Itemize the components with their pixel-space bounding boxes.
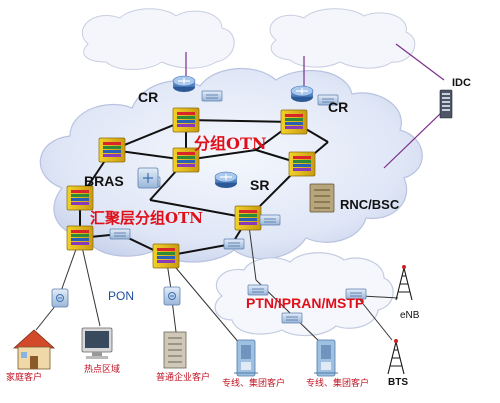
customer-equipment-icon	[233, 339, 259, 377]
pon-olt-icon	[163, 286, 181, 306]
computer-icon	[81, 327, 113, 359]
radio-tower-icon	[395, 264, 413, 301]
bras-label: BRAS	[84, 173, 124, 189]
sr-label: SR	[250, 177, 270, 193]
dedicated-line-label-2: 专线、集团客户	[306, 379, 370, 389]
upper-right-cloud	[269, 8, 416, 69]
enb-label: eNB	[400, 310, 420, 321]
idc-label: IDC	[452, 77, 471, 89]
core-network-cloud	[39, 67, 423, 263]
router-icon	[172, 75, 196, 93]
switch-icon	[223, 238, 245, 250]
server-rack-icon	[439, 89, 453, 119]
switch-icon	[201, 90, 223, 102]
house-icon	[12, 329, 56, 370]
bts-label: BTS	[388, 377, 408, 388]
radio-tower-icon	[387, 338, 405, 375]
router-icon	[214, 171, 238, 189]
otn-group-label: 分组OTN	[194, 134, 267, 153]
pon-olt-icon	[51, 288, 69, 308]
enterprise-customer-label: 普通企业客户	[156, 373, 211, 383]
otn-node-icon	[152, 243, 180, 269]
otn-node-icon	[98, 137, 126, 163]
pon-label: PON	[108, 289, 135, 303]
switch-icon	[281, 312, 303, 324]
ptn-ipran-mstp-label: PTN/IPRAN/MSTP	[246, 295, 365, 311]
otn-node-icon	[172, 107, 200, 133]
rnc-bsc-label: RNC/BSC	[340, 197, 400, 212]
uplink-lines	[185, 43, 445, 169]
switch-icon	[259, 214, 281, 226]
access-network-cloud	[214, 252, 394, 337]
customer-equipment-icon	[313, 339, 339, 377]
core-router-label-left: CR	[138, 89, 159, 105]
hotspot-area-label: 热点区域	[84, 365, 121, 375]
otn-node-icon	[288, 151, 316, 177]
otn-node-icon	[280, 109, 308, 135]
switch-icon	[109, 228, 131, 240]
rnc-bsc-server-icon	[309, 183, 335, 213]
upper-left-cloud	[81, 8, 235, 70]
switch-icon	[247, 284, 269, 296]
otn-node-icon	[66, 185, 94, 211]
bras-device-icon	[137, 167, 159, 189]
otn-node-icon	[234, 205, 262, 231]
core-router-label-right: CR	[328, 99, 349, 115]
otn-node-icon	[66, 225, 94, 251]
dedicated-line-label-1: 专线、集团客户	[222, 379, 286, 389]
enterprise-building-icon	[163, 331, 187, 369]
aggregation-otn-label: 汇聚层分组OTN	[90, 209, 203, 227]
router-icon	[290, 85, 314, 103]
home-customer-label: 家庭客户	[6, 373, 43, 383]
